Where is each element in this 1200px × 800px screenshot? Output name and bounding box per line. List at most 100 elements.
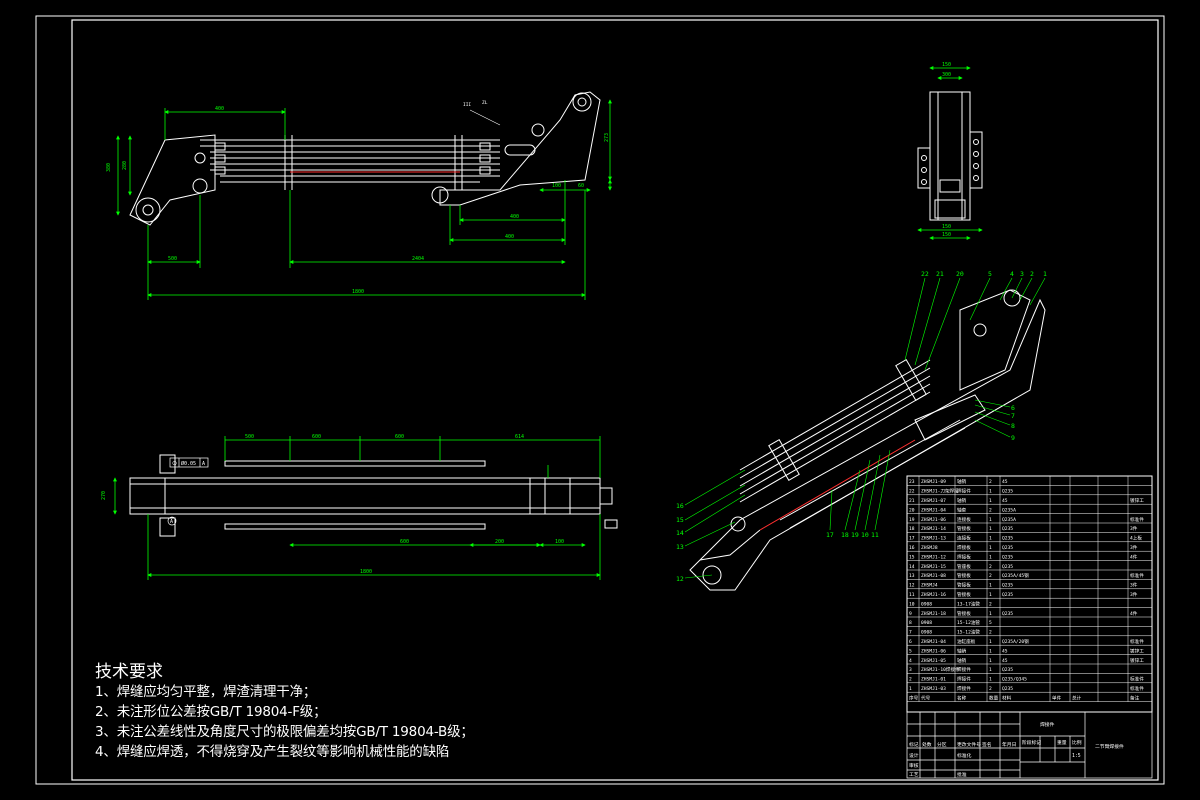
side-view-dim-text: 500 600 600 614 270 600 200 100 1800 [101,434,564,575]
bom-cell: 焊接件 [957,488,971,495]
svg-text:⊙: ⊙ [172,460,177,467]
end-view-dimensions [917,66,983,240]
bom-cell: Q235 [1002,667,1013,673]
svg-text:6: 6 [1011,404,1015,412]
bom-cell: 1 [989,545,992,551]
svg-text:100: 100 [552,183,561,189]
bom-cell: 焊接件 [957,685,971,692]
bom-cell: 20 [909,507,915,513]
bom-header-cell: 总计 [1072,694,1082,701]
bom-cell: 45 [1002,498,1008,504]
bom-header-cell: 名称 [957,694,967,701]
bom-cell: 镀锌工 [1130,497,1144,504]
bom-cell: ZHSMJ1-13 [921,536,946,542]
bom-cell: 45 [1002,479,1008,485]
title-label-date: 年月日 [1002,741,1016,748]
bom-cell: ZHSMJ1-08 [921,573,946,579]
bom-cell: 45 [1002,658,1008,664]
iso-leaders [684,277,1046,579]
svg-text:3: 3 [1020,270,1024,278]
bom-cell: 6 [909,639,912,645]
svg-text:20: 20 [956,270,964,278]
bom-cell: 4件 [1130,610,1138,617]
title-block-text: 二节臂焊接件 焊接件 标记 处数 分区 更改文件号 签名 年月日 设计 标准化 … [909,721,1124,778]
bom-cell: ZHSMJ8 [921,545,938,551]
bom-cell: 轴销 [957,647,967,654]
bom-cell: Q235A [1002,507,1016,513]
bom-cell: 0908 [921,601,932,607]
top-view-dim-text: 400 380 280 273 100 60 400 400 2404 500 … [106,106,610,295]
bom-cell: ZHSMJ1-04 [921,507,946,513]
bom-cell: Q235 [1002,545,1013,551]
bom-cell: 1 [989,592,992,598]
svg-text:21: 21 [936,270,944,278]
bom-cell: 3件 [1130,591,1138,598]
bom-cell: 轴销 [957,497,967,504]
svg-text:10: 10 [861,531,869,539]
svg-text:600: 600 [400,539,409,545]
bom-cell: 1 [989,489,992,495]
bom-cell: 5 [989,620,992,626]
note-1: 1、焊缝应均匀平整，焊渣清理干净； [95,684,317,700]
svg-text:8: 8 [1011,422,1015,430]
svg-text:400: 400 [510,214,519,220]
bom-cell: 管接板 [957,610,971,617]
side-view [129,454,618,537]
bom-cell: 15-12油管 [957,629,980,636]
svg-text:17: 17 [826,531,834,539]
bom-cell: ZHSMJ1-刀架焊接 [921,488,959,495]
title-label-design: 设计 [909,752,919,759]
bom-cell: 16 [909,545,915,551]
svg-text:A: A [202,461,205,467]
bom-cell: 0908 [921,620,932,626]
bom-cell: 焊接板 [957,544,971,551]
bom-cell: 12 [909,583,915,589]
bom-cell: Q235 [1002,592,1013,598]
bom-cell: Q235 [1002,489,1013,495]
svg-text:2: 2 [1030,270,1034,278]
bom-header-cell: 代号 [921,694,931,701]
bom-header-cell: 序号 [909,694,919,701]
title-block [906,711,1153,779]
note-3: 3、未注公差线性及角度尺寸的极限偏差均按GB/T 19804-B级； [95,724,474,740]
svg-text:9: 9 [1011,434,1015,442]
bom-cell: 2 [909,677,912,683]
title-label-scale: 比例 [1072,739,1082,746]
svg-text:150: 150 [942,62,951,68]
bom-cell: 21 [909,498,915,504]
svg-text:380: 380 [106,163,112,172]
svg-text:5: 5 [988,270,992,278]
title-drawing-name: 二节臂焊接件 [1095,743,1124,750]
bom-cell: 45 [1002,648,1008,654]
bom-cell: 3 [909,667,912,673]
bom-cell: 10 [909,601,915,607]
svg-text:60: 60 [578,183,584,189]
bom-cell: ZHSMJ1-03 [921,686,946,692]
bom-cell: Q235 [1002,526,1013,532]
bom-cell: 焊接件 [957,666,971,673]
title-label-count: 处数 [922,741,932,748]
bom-cell: ZHSMJ1-12 [921,554,946,560]
bom-cell: 2 [989,630,992,636]
bom-cell: 9 [909,611,912,617]
bom-cell: 2 [989,564,992,570]
svg-text:16: 16 [676,502,684,510]
bom-cell: 轴套 [957,506,967,513]
svg-text:150: 150 [942,232,951,238]
svg-text:614: 614 [515,434,524,440]
top-view-dimensions [116,99,612,300]
bom-cell: 11 [909,592,915,598]
end-view [917,91,983,221]
bom-cell: Q235 [1002,554,1013,560]
tolerance-frame: ⊙ Ø0.05 A A [167,457,209,526]
bom-cell: 1 [989,517,992,523]
bom-cell: 23 [909,479,915,485]
bom-cell: 2 [989,573,992,579]
bom-cell: 油缸座板 [957,638,976,645]
svg-text:400: 400 [215,106,224,112]
svg-text:270: 270 [101,491,107,500]
svg-text:ZL: ZL [482,100,488,106]
bom-cell: ZHSMJ1-10焊接件 [921,666,960,673]
bom-cell: 2 [989,507,992,513]
